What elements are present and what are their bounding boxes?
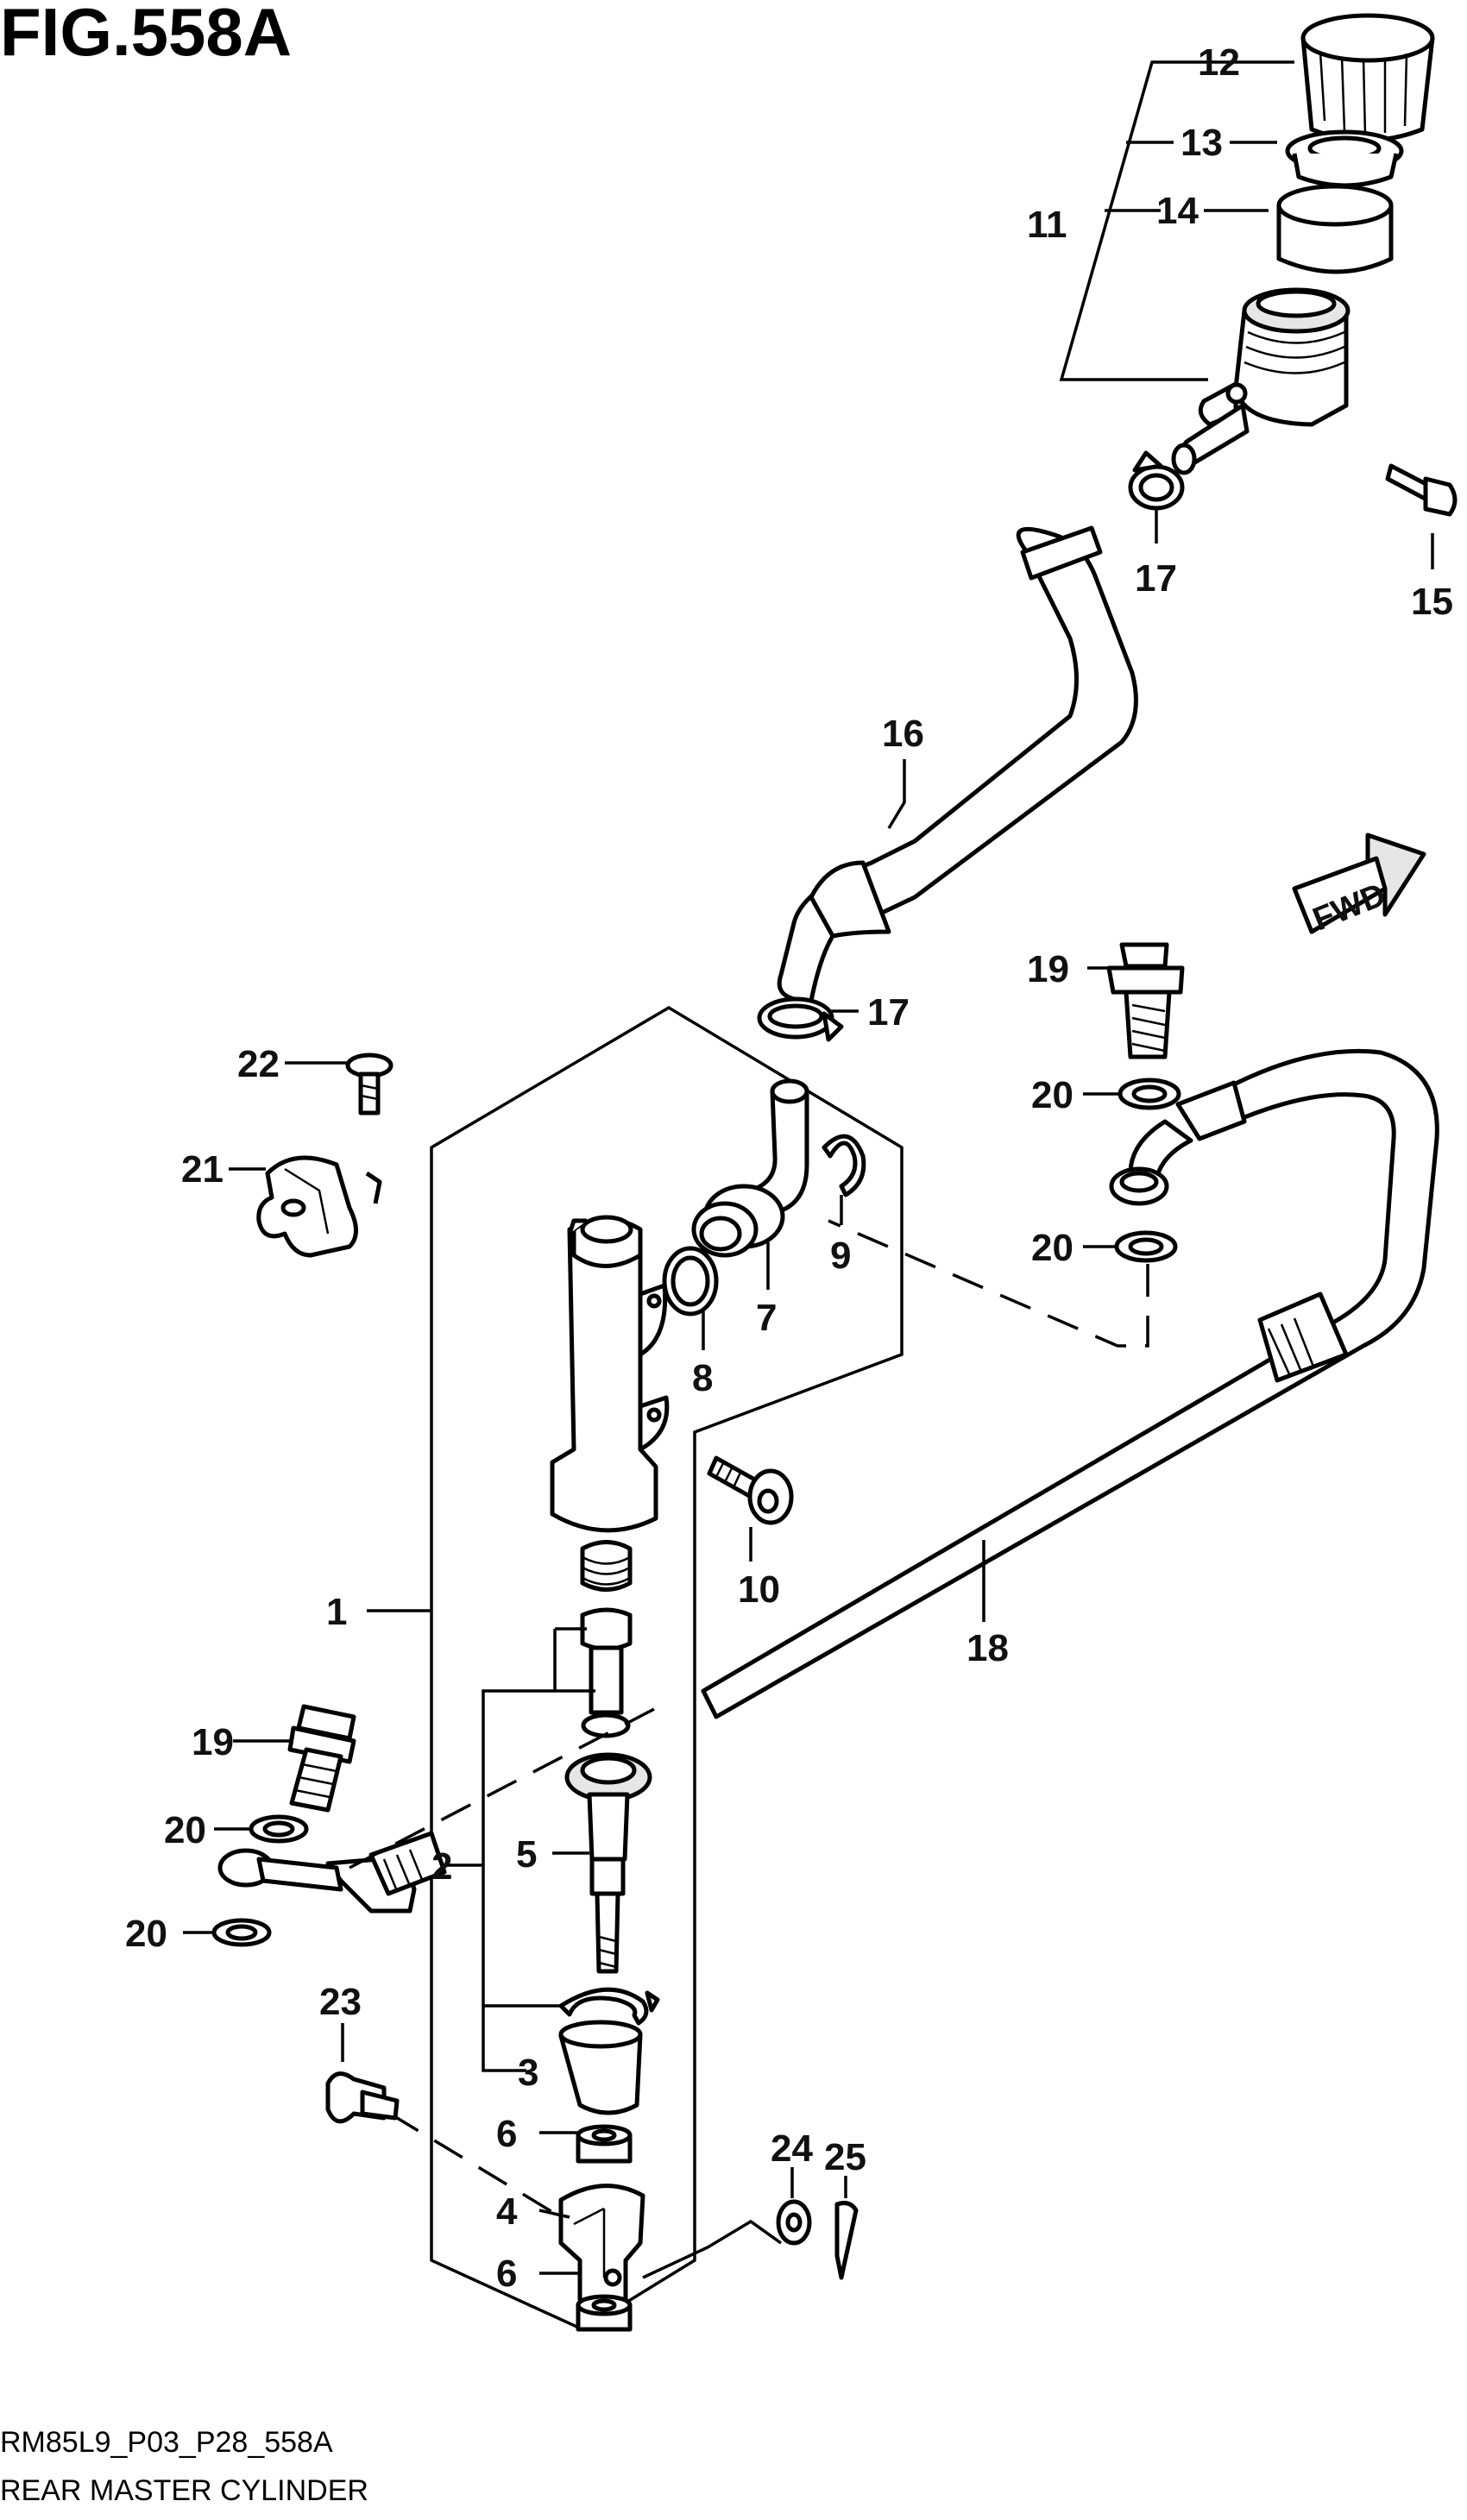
reservoir-bolt	[1385, 463, 1458, 517]
diaphragm-plate	[1285, 129, 1404, 188]
callout-13: 13	[1181, 122, 1223, 164]
snap-ring	[558, 1987, 660, 2026]
screw-22	[345, 1053, 394, 1115]
nut-lower	[576, 2294, 633, 2332]
callout-4: 4	[496, 2190, 518, 2233]
callout-18: 18	[966, 1627, 1009, 1669]
o-ring	[662, 1246, 719, 1317]
dashline-upper-union	[828, 1219, 1149, 1348]
brake-hose-lower-end	[217, 1831, 447, 1914]
fwd-arrow-icon: FWD	[1292, 833, 1426, 938]
reservoir-hose	[777, 525, 1138, 1003]
washer-lower-2	[211, 1918, 272, 1947]
cotter-pin	[834, 2201, 859, 2280]
callout-6-upper: 6	[496, 2113, 517, 2155]
leader-lines	[183, 60, 1434, 2275]
callout-20-a: 20	[1031, 1074, 1073, 1116]
hose-joint	[691, 1078, 809, 1258]
clevis-pin	[325, 2071, 400, 2124]
callout-19-upper: 19	[1027, 948, 1069, 990]
reservoir-body	[1171, 287, 1351, 475]
callout-15: 15	[1411, 581, 1453, 623]
circlip	[822, 1134, 866, 1197]
callout-8: 8	[692, 1357, 713, 1399]
clevis	[558, 2184, 645, 2308]
callout-16: 16	[882, 713, 924, 755]
primary-piston	[564, 1752, 652, 1802]
union-bolt-lower	[287, 1704, 356, 1813]
callout-3: 3	[518, 2052, 538, 2094]
master-cylinder-body	[550, 1215, 670, 1533]
footer-code: RM85L9_P03_P28_558A	[0, 2426, 333, 2459]
bracket-2	[444, 1627, 595, 2072]
union-bolt-upper	[1106, 942, 1185, 1059]
assembly-outline	[430, 1005, 903, 2331]
footer-caption: REAR MASTER CYLINDER	[0, 2474, 368, 2507]
brake-hose	[701, 1048, 1439, 1719]
nut-upper	[576, 2124, 633, 2164]
washer-upper-2	[1114, 1230, 1178, 1263]
callout-24: 24	[771, 2127, 813, 2170]
push-rod	[587, 1792, 630, 1974]
reservoir-bracket	[256, 1155, 382, 1258]
callout-10: 10	[738, 1568, 780, 1611]
callout-9: 9	[830, 1235, 851, 1277]
washer-24	[776, 2199, 812, 2246]
callout-17-upper: 17	[1135, 557, 1177, 600]
reservoir-cap	[1300, 13, 1435, 142]
callout-labels: 12 13 14 11 15 17 16 17 19 20 20 22 21 7…	[125, 41, 1453, 2295]
callout-7: 7	[756, 1297, 777, 1339]
washer-upper-1	[1118, 1078, 1181, 1110]
callout-25: 25	[824, 2136, 866, 2178]
washer-lower-1	[249, 1814, 309, 1844]
callout-22: 22	[237, 1043, 280, 1085]
callout-17-lower: 17	[867, 991, 910, 1034]
dashline-lower-union	[349, 1706, 657, 1870]
hose-clamp-lower	[757, 996, 844, 1042]
callout-20-c: 20	[164, 1809, 206, 1851]
piston-cup	[580, 1607, 633, 1738]
callout-11: 11	[1027, 204, 1067, 246]
callout-2: 2	[431, 1845, 452, 1888]
callout-20-d: 20	[125, 1913, 167, 1955]
bracket-11	[1059, 60, 1208, 381]
spring	[580, 1540, 633, 1592]
callout-23: 23	[319, 1981, 362, 2023]
callout-14: 14	[1156, 190, 1199, 232]
pin-leader	[642, 2219, 783, 2279]
bolt-10	[707, 1455, 794, 1525]
callout-1: 1	[326, 1591, 347, 1633]
callout-21: 21	[181, 1148, 224, 1191]
hose-clamp-upper	[1128, 450, 1185, 511]
callout-5: 5	[516, 1833, 537, 1876]
figure-title: FIG.558A	[0, 0, 292, 70]
callout-20-b: 20	[1031, 1227, 1073, 1269]
diaphragm	[1276, 184, 1394, 274]
callout-19-lower: 19	[192, 1721, 234, 1763]
dashline-pin	[389, 2112, 562, 2219]
boot	[558, 2020, 643, 2115]
callout-6-lower: 6	[496, 2253, 517, 2295]
callout-12: 12	[1198, 41, 1240, 84]
